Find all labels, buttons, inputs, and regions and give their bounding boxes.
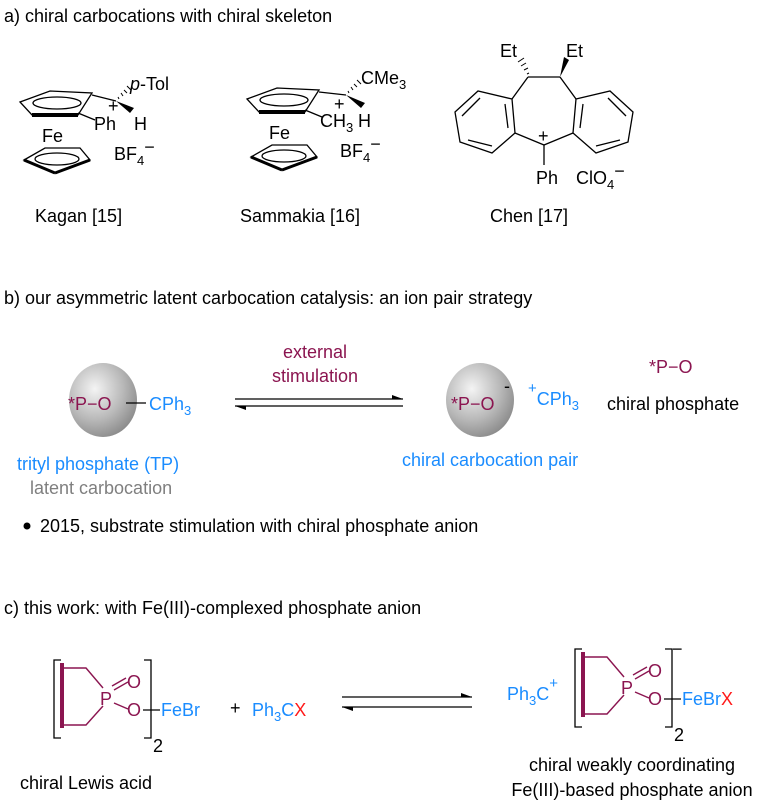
kagan-label: Kagan [15] (35, 206, 122, 226)
kagan-structure: p-Tol Ph + H Fe BF4− (18, 74, 169, 175)
equilibrium-arrows-b (235, 395, 403, 410)
kagan-anion: BF4− (114, 137, 155, 168)
svg-text:FeBrX: FeBrX (682, 689, 733, 709)
svg-text:P: P (621, 678, 633, 698)
sphere-left (69, 363, 137, 437)
chiral-lewis-acid: P O O 2 FeBr (53, 659, 200, 756)
trityl-cation: Ph3C+ (507, 675, 558, 708)
sammakia-cme3: CMe3 (361, 68, 406, 92)
sammakia-ch3: CH3 (320, 111, 353, 135)
equilibrium-arrows-c (342, 693, 472, 711)
svg-text:2: 2 (153, 736, 163, 756)
legend-text: chiral phosphate (607, 394, 739, 414)
chen-anion: ClO4− (576, 161, 625, 192)
arrow-label-external: external (283, 342, 347, 362)
svg-text:−: − (672, 639, 683, 659)
svg-text:O: O (648, 661, 662, 681)
chen-et-1: Et (500, 41, 517, 61)
section-b-title: b) our asymmetric latent carbocation cat… (4, 288, 532, 308)
tp-label: trityl phosphate (TP) (17, 454, 179, 474)
kagan-ph: Ph (94, 114, 116, 134)
fe-phosphate-anion: P O O − 2 FeBrX (574, 639, 733, 745)
sammakia-fe: Fe (269, 123, 290, 143)
svg-text:O: O (127, 672, 141, 692)
bullet-text: 2015, substrate stimulation with chiral … (40, 516, 478, 536)
left-po: *P−O (68, 394, 112, 414)
chen-plus: + (538, 126, 549, 146)
kagan-ptol: p-Tol (129, 74, 169, 94)
bullet (23, 522, 31, 530)
svg-text:2: 2 (674, 725, 684, 745)
right-minus: - (504, 376, 510, 396)
sphere-right (446, 363, 514, 437)
chen-et-2: Et (566, 41, 583, 61)
sammakia-h: H (358, 111, 371, 131)
right-label-2: Fe(III)-based phosphate anion (511, 780, 752, 800)
chen-ph: Ph (536, 168, 558, 188)
right-po: *P−O (451, 394, 495, 414)
sammakia-structure: CMe3 CH3 + H Fe BF4− (245, 68, 406, 172)
left-cph3: CPh3 (149, 394, 191, 418)
chen-structure: Et Et + Ph ClO4− (454, 41, 634, 192)
tp-sublabel: latent carbocation (30, 478, 172, 498)
trityl-halide: Ph3CX (252, 700, 306, 724)
sammakia-plus: + (334, 94, 345, 114)
kagan-plus: + (108, 96, 119, 116)
svg-text:P: P (100, 689, 112, 709)
svg-text:O: O (648, 689, 662, 709)
right-cph3: +CPh3 (528, 380, 579, 413)
left-label: chiral Lewis acid (20, 773, 152, 793)
arrow-label-stimulation: stimulation (272, 366, 358, 386)
kagan-fe: Fe (42, 126, 63, 146)
pair-label: chiral carbocation pair (402, 450, 578, 470)
kagan-h: H (134, 114, 147, 134)
right-label-1: chiral weakly coordinating (529, 755, 735, 775)
legend-symbol: *P−O (649, 357, 693, 377)
plus-sign: + (230, 698, 241, 718)
section-a-title: a) chiral carbocations with chiral skele… (4, 6, 332, 26)
sammakia-anion: BF4− (340, 134, 381, 165)
chen-label: Chen [17] (490, 206, 568, 226)
sammakia-label: Sammakia [16] (240, 206, 360, 226)
section-c-title: c) this work: with Fe(III)-complexed pho… (4, 598, 421, 618)
svg-text:FeBr: FeBr (161, 700, 200, 720)
svg-text:O: O (127, 700, 141, 720)
